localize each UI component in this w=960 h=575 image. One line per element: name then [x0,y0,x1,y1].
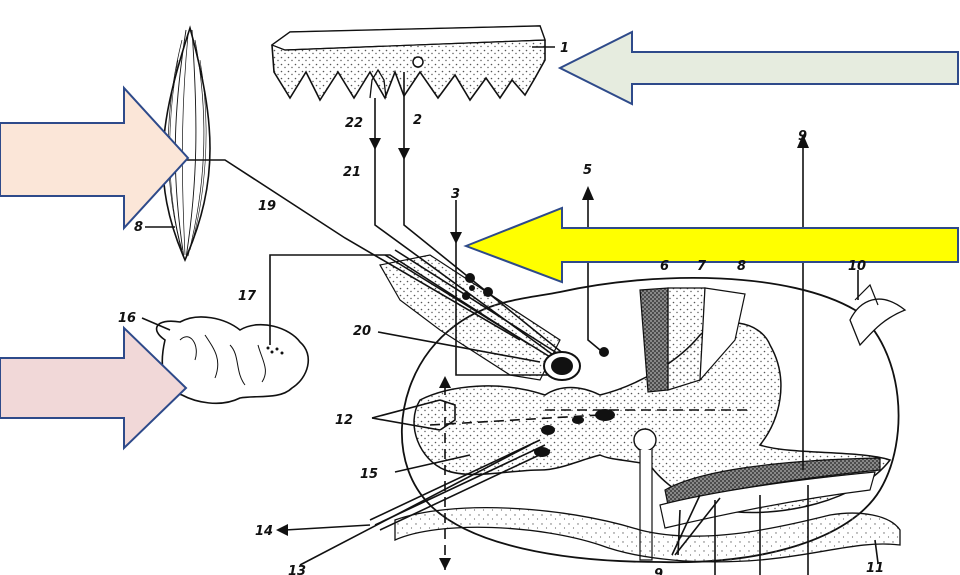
label-12: 12 [335,413,353,428]
label-14: 14 [255,524,273,539]
label-9: 9 [798,129,807,144]
skin-block [270,25,546,102]
label-18: 8 [134,220,143,235]
label-3: 3 [451,187,460,202]
spinal-cord [379,254,907,564]
label-19: 19 [258,199,276,214]
flow-arrows [276,134,809,570]
label-17: 17 [238,289,257,304]
diagram-labels: 1 2 22 21 3 5 9 6 7 8 10 11 12 13 14 15 … [118,41,884,575]
arrow-muscle [0,85,190,231]
label-13: 13 [288,564,306,575]
label-2: 2 [413,113,422,128]
label-16: 16 [118,311,136,326]
label-20: 20 [353,324,371,339]
label-10: 10 [848,259,866,274]
label-22: 22 [345,116,363,131]
label-7: 7 [697,259,707,274]
label-5: 5 [583,163,592,178]
label-1: 1 [560,41,569,56]
label-21: 21 [343,165,361,180]
neuron-bodies [462,273,615,457]
nerve-fibres [141,46,879,575]
label-15: 15 [360,467,378,482]
label-11: 11 [866,561,884,575]
arrow-skin [557,30,959,106]
label-9b: 9 [654,567,663,575]
arrow-organ [0,325,188,451]
arrow-root [463,206,959,284]
label-6: 6 [660,259,669,274]
label-8: 8 [737,259,746,274]
